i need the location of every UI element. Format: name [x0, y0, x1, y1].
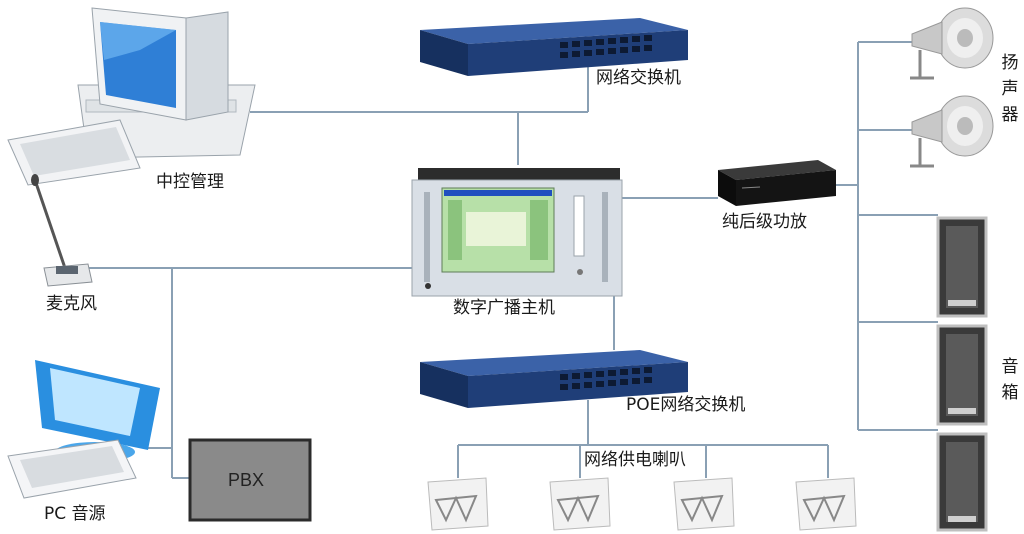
box-speaker-label: 音 箱	[1000, 354, 1020, 406]
network-switch-label: 网络交换机	[596, 68, 681, 88]
poe-network-switch	[420, 350, 688, 408]
box-speaker-3	[936, 432, 988, 532]
box-speaker-label-char: 音	[1001, 357, 1019, 377]
network-switch-top	[420, 18, 688, 76]
broadcast-host-device	[411, 168, 623, 297]
horn-speaker-bottom	[910, 95, 994, 168]
horn-speaker-label-char: 器	[1001, 105, 1019, 125]
microphone-device	[31, 174, 93, 287]
power-amplifier-label: 纯后级功放	[722, 212, 807, 232]
connection-lines	[85, 41, 938, 479]
network-speaker-2	[549, 477, 611, 531]
network-speaker-4	[795, 477, 857, 531]
pbx-box	[188, 438, 312, 522]
horn-speaker-label-char: 声	[1001, 79, 1019, 99]
network-speaker-3	[673, 477, 735, 531]
horn-speaker-label-char: 扬	[1001, 53, 1019, 73]
box-speaker-2	[936, 324, 988, 426]
horn-speaker-top	[910, 7, 994, 80]
box-speaker-1	[936, 216, 988, 318]
poe-switch-label: POE网络交换机	[626, 395, 746, 415]
pc-source-label: PC 音源	[44, 504, 106, 524]
broadcast-host-label: 数字广播主机	[453, 298, 555, 318]
power-amplifier-device	[718, 160, 836, 206]
pbx-label: PBX	[228, 470, 265, 490]
box-speaker-label-char: 箱	[1001, 383, 1019, 403]
central-control-label: 中控管理	[156, 172, 224, 192]
network-speakers-label: 网络供电喇叭	[584, 450, 686, 470]
network-speaker-1	[427, 477, 489, 531]
horn-speaker-label: 扬 声 器	[1000, 50, 1020, 128]
central-control-computer	[7, 7, 256, 186]
microphone-label: 麦克风	[46, 294, 97, 314]
pc-source-computer	[7, 360, 160, 499]
